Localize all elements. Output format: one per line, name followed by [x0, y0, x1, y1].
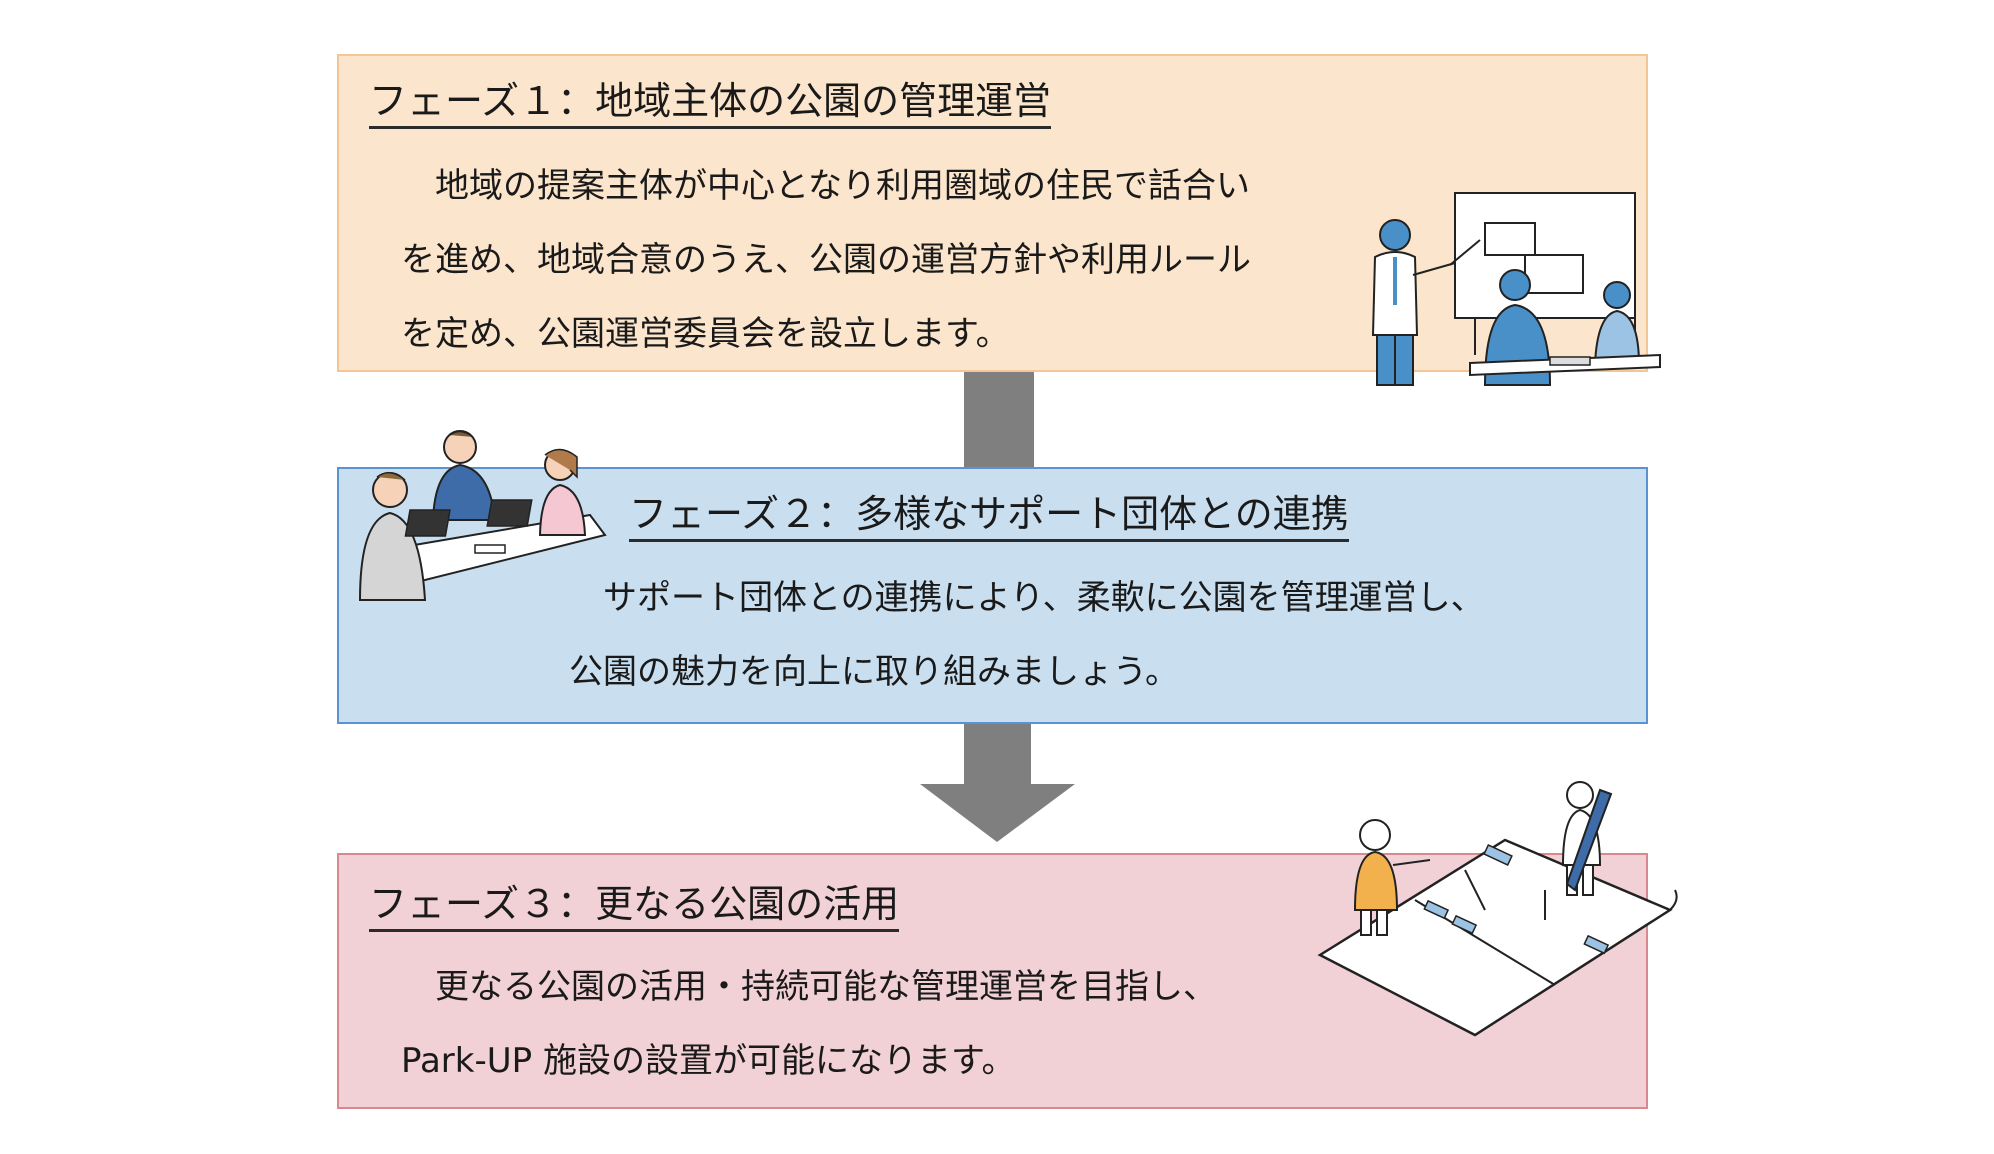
park-planning-illustration: [1317, 781, 1678, 1037]
phase-1-title: フェーズ１：地域主体の公園の管理運営: [369, 78, 1052, 129]
team-discussion-illustration: [358, 430, 607, 601]
phase-1-description: 地域の提案主体が中心となり利用圏域の住民で話合い を進め、地域合意のうえ、公園の…: [401, 166, 1251, 354]
down-arrow-icon: [920, 724, 1075, 842]
phase-2-box: フェーズ２：多様なサポート団体との連携 サポート団体との連携により、柔軟に公園を…: [337, 467, 1648, 724]
connector-bar: [964, 372, 1034, 467]
phase-3-title: フェーズ３：更なる公園の活用: [369, 881, 900, 932]
phase-3-description: 更なる公園の活用・持続可能な管理運営を目指し、 Park-UP 施設の設置が可能…: [401, 967, 1217, 1081]
phase-1-box: フェーズ１：地域主体の公園の管理運営 地域の提案主体が中心となり利用圏域の住民で…: [337, 54, 1648, 372]
presentation-meeting-illustration: [1371, 192, 1661, 386]
phase-2-title: フェーズ２：多様なサポート団体との連携: [629, 491, 1349, 542]
phase-2-description: サポート団体との連携により、柔軟に公園を管理運営し、 公園の魅力を向上に取り組み…: [569, 578, 1485, 692]
